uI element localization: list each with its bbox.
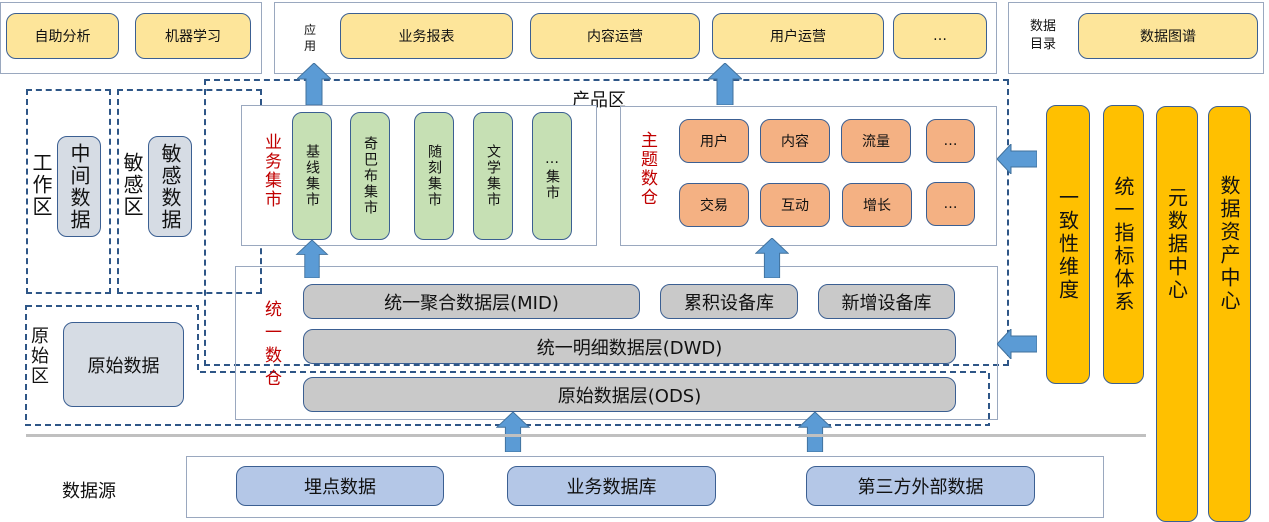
- accumulated-device-lib[interactable]: 累积设备库: [660, 284, 798, 319]
- mart-qibabu-label: 奇巴布集市: [362, 136, 378, 216]
- pillar-data-asset-center[interactable]: 数据资产中心: [1208, 106, 1251, 522]
- pillar-consistent-dimension[interactable]: 一致性维度: [1046, 105, 1090, 384]
- ods-layer[interactable]: 原始数据层(ODS): [303, 377, 956, 412]
- arrow-up-theme-to-app: [708, 63, 742, 105]
- mart-suike[interactable]: 随刻集市: [414, 112, 454, 240]
- dwd-layer[interactable]: 统一明细数据层(DWD): [303, 329, 956, 364]
- theme-more-1[interactable]: …: [926, 119, 975, 163]
- theme-growth[interactable]: 增长: [842, 183, 912, 227]
- pillar-metadata-center-label: 元数据中心: [1164, 186, 1189, 302]
- machine-learning-box[interactable]: 机器学习: [135, 13, 251, 59]
- business-marts-title: 业务集市: [261, 133, 281, 209]
- source-tracking-data[interactable]: 埋点数据: [236, 466, 444, 506]
- theme-warehouse-title: 主题数仓: [637, 131, 657, 207]
- catalog-label: 数据目录: [1030, 19, 1057, 52]
- app-content-ops[interactable]: 内容运营: [530, 13, 700, 59]
- sensitive-data-label: 敏感数据: [158, 142, 182, 231]
- arrow-up-mid-to-marts: [295, 240, 329, 278]
- arrow-up-mid-to-theme: [755, 238, 789, 278]
- pillar-metadata-center[interactable]: 元数据中心: [1156, 106, 1198, 522]
- source-business-db[interactable]: 业务数据库: [507, 466, 716, 506]
- arrow-left-to-dwd: [997, 329, 1037, 359]
- mart-baseline-label: 基线集市: [304, 144, 320, 208]
- arrow-left-to-theme: [997, 144, 1037, 174]
- product-zone-border: [204, 79, 1009, 366]
- raw-zone-label: 原始区: [28, 326, 49, 386]
- theme-more-2[interactable]: …: [926, 182, 975, 226]
- data-graph-box[interactable]: 数据图谱: [1078, 13, 1258, 59]
- arrow-up-source-biz-db: [496, 412, 530, 452]
- intermediate-data-label: 中间数据: [67, 142, 91, 231]
- mart-more-label: …集市: [544, 151, 560, 201]
- app-user-ops[interactable]: 用户运营: [712, 13, 884, 59]
- mart-more[interactable]: …集市: [532, 112, 572, 240]
- data-source-label: 数据源: [62, 481, 116, 502]
- arrow-up-marts-to-app: [297, 63, 331, 105]
- app-more[interactable]: …: [893, 13, 987, 59]
- mart-qibabu[interactable]: 奇巴布集市: [350, 112, 390, 240]
- mart-literature[interactable]: 文学集市: [473, 112, 513, 240]
- unified-warehouse-title: 统一数仓: [261, 300, 281, 392]
- application-label: 应用: [304, 23, 319, 53]
- intermediate-data-box[interactable]: 中间数据: [57, 136, 101, 237]
- arrow-up-source-third-party: [798, 412, 832, 452]
- mart-baseline[interactable]: 基线集市: [292, 112, 332, 240]
- theme-user[interactable]: 用户: [679, 119, 749, 163]
- new-device-lib[interactable]: 新增设备库: [818, 284, 955, 319]
- sensitive-data-box[interactable]: 敏感数据: [148, 136, 192, 237]
- work-zone-border: [26, 89, 111, 294]
- theme-traffic[interactable]: 流量: [841, 119, 911, 163]
- theme-trade[interactable]: 交易: [679, 183, 749, 227]
- self-service-analysis-box[interactable]: 自助分析: [6, 13, 119, 59]
- mid-layer[interactable]: 统一聚合数据层(MID): [303, 284, 640, 319]
- section-divider: [26, 434, 1146, 437]
- mart-suike-label: 随刻集市: [426, 144, 442, 208]
- raw-data-box[interactable]: 原始数据: [63, 322, 184, 407]
- work-zone-label: 工作区: [29, 152, 53, 218]
- theme-interaction[interactable]: 互动: [760, 183, 830, 227]
- pillar-unified-metrics-label: 统一指标体系: [1111, 175, 1135, 314]
- mart-literature-label: 文学集市: [485, 144, 501, 208]
- source-third-party[interactable]: 第三方外部数据: [806, 466, 1035, 506]
- app-business-report[interactable]: 业务报表: [340, 13, 513, 59]
- pillar-unified-metrics[interactable]: 统一指标体系: [1103, 105, 1144, 384]
- theme-content[interactable]: 内容: [760, 119, 830, 163]
- pillar-consistent-dimension-label: 一致性维度: [1055, 187, 1080, 302]
- sensitive-zone-label: 敏感区: [120, 152, 144, 218]
- pillar-data-asset-center-label: 数据资产中心: [1217, 175, 1241, 313]
